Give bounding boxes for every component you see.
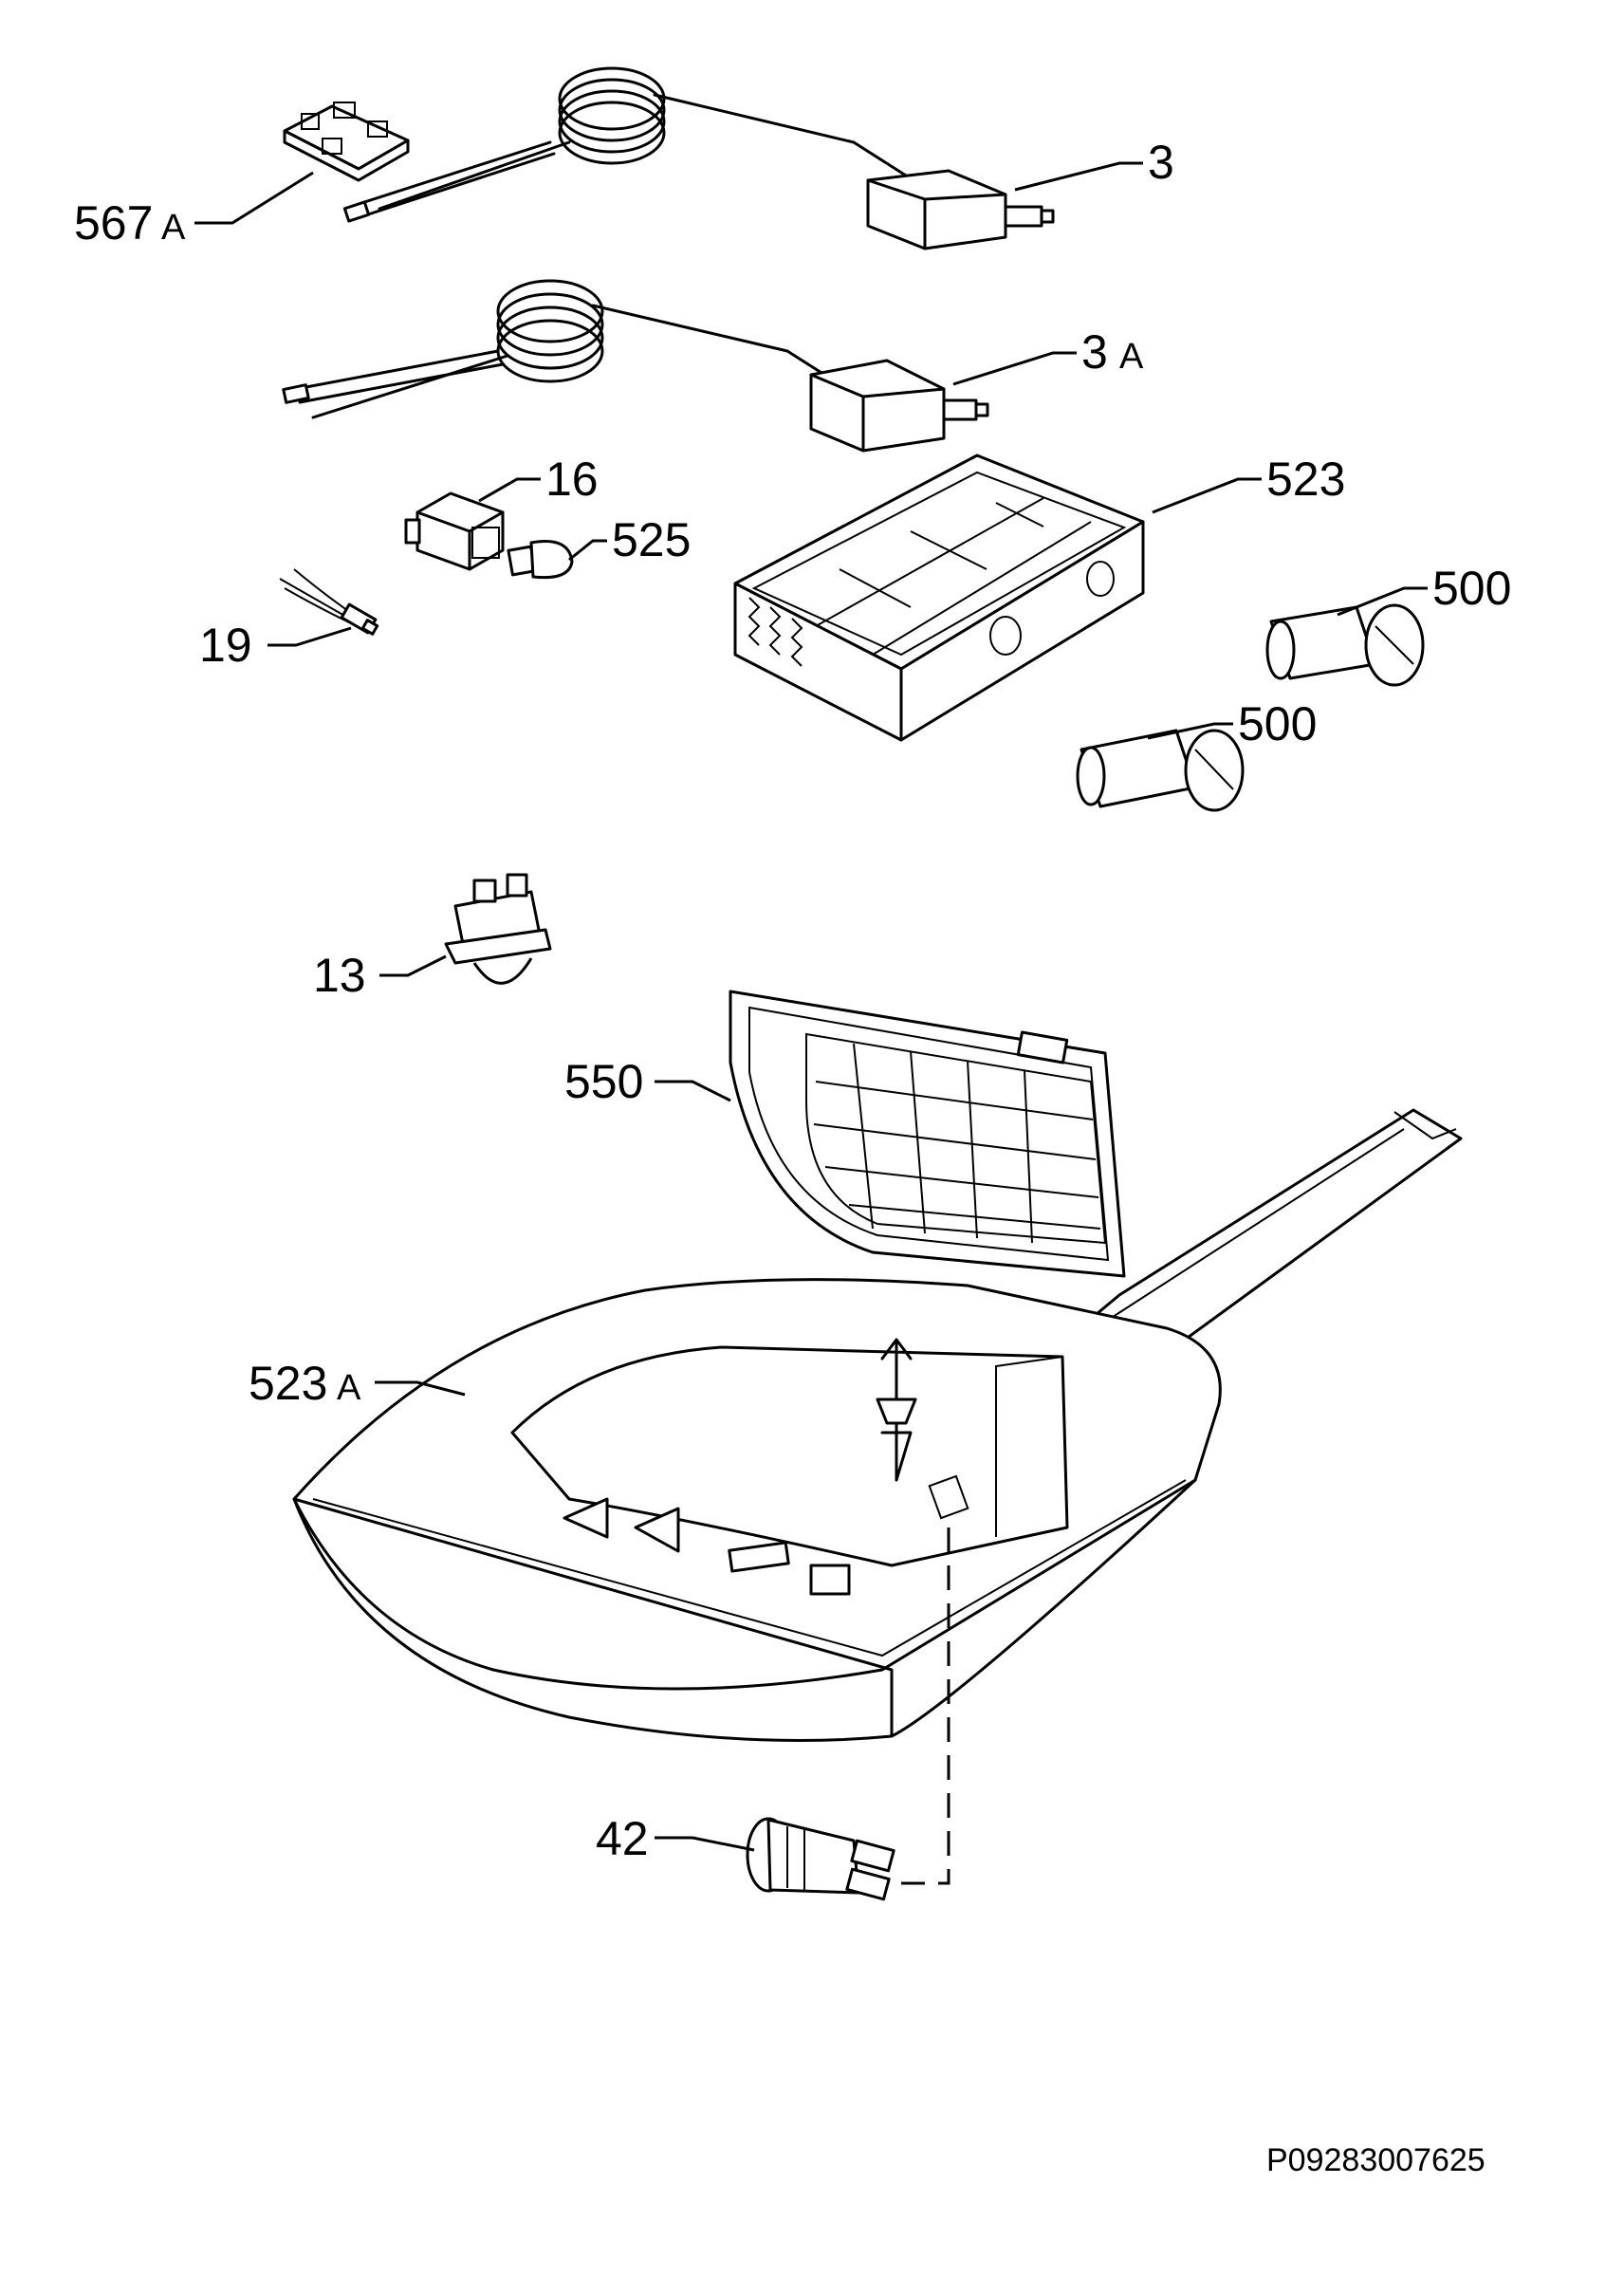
callout-550-number: 550: [564, 1055, 643, 1108]
callout-523a-number: 523: [249, 1357, 327, 1410]
callout-523a-suffix: A: [337, 1368, 361, 1408]
leader-500-lower: [1147, 722, 1233, 740]
callout-567a: 567 A: [74, 196, 186, 250]
part-500-cap-lower: [1076, 729, 1245, 812]
leader-13: [379, 954, 447, 977]
part-523-housing: [733, 454, 1145, 742]
callout-525-number: 525: [612, 513, 691, 566]
callout-523-number: 523: [1266, 453, 1345, 506]
leader-567a: [194, 171, 314, 225]
part-42-lamp-holder: [746, 1817, 895, 1901]
part-13-door-switch: [444, 873, 552, 985]
part-3-thermostat: [342, 66, 1055, 250]
callout-567a-suffix: A: [161, 208, 186, 248]
leader-3: [1014, 161, 1143, 192]
clip-fastener: [876, 1338, 917, 1482]
part-500-cap-upper: [1265, 603, 1425, 687]
part-523a-tray: [292, 1108, 1463, 1742]
leader-19: [268, 626, 352, 647]
part-567a: [283, 102, 410, 182]
leader-523a: [375, 1380, 466, 1397]
part-3a-thermostat: [282, 279, 989, 453]
assembly-dashed-line: [901, 1527, 950, 1885]
leader-550: [655, 1080, 731, 1102]
part-16-switch: [404, 491, 505, 571]
callout-3a: 3 A: [1081, 325, 1144, 379]
leader-3a: [952, 351, 1077, 386]
callout-500-upper-number: 500: [1432, 562, 1511, 615]
callout-19-number: 19: [199, 619, 252, 672]
callout-3-number: 3: [1148, 136, 1174, 189]
part-19-sensor: [279, 568, 379, 636]
part-525-lamp: [507, 540, 574, 580]
leader-500-upper: [1337, 586, 1428, 617]
callout-42-number: 42: [596, 1812, 649, 1865]
drawing-code: P09283007625: [1266, 2142, 1486, 2178]
callout-13-number: 13: [313, 949, 366, 1002]
leader-42: [655, 1836, 755, 1852]
callout-16-number: 16: [545, 453, 599, 506]
callout-500-lower-number: 500: [1238, 697, 1317, 750]
callout-3a-number: 3: [1081, 325, 1108, 379]
callout-523a: 523 A: [249, 1357, 361, 1410]
callout-567a-number: 567: [74, 196, 153, 250]
leader-525: [568, 539, 607, 562]
leader-16: [478, 477, 541, 503]
callout-3a-suffix: A: [1119, 337, 1144, 377]
part-550-grille: [729, 990, 1126, 1278]
leader-523: [1152, 477, 1262, 514]
